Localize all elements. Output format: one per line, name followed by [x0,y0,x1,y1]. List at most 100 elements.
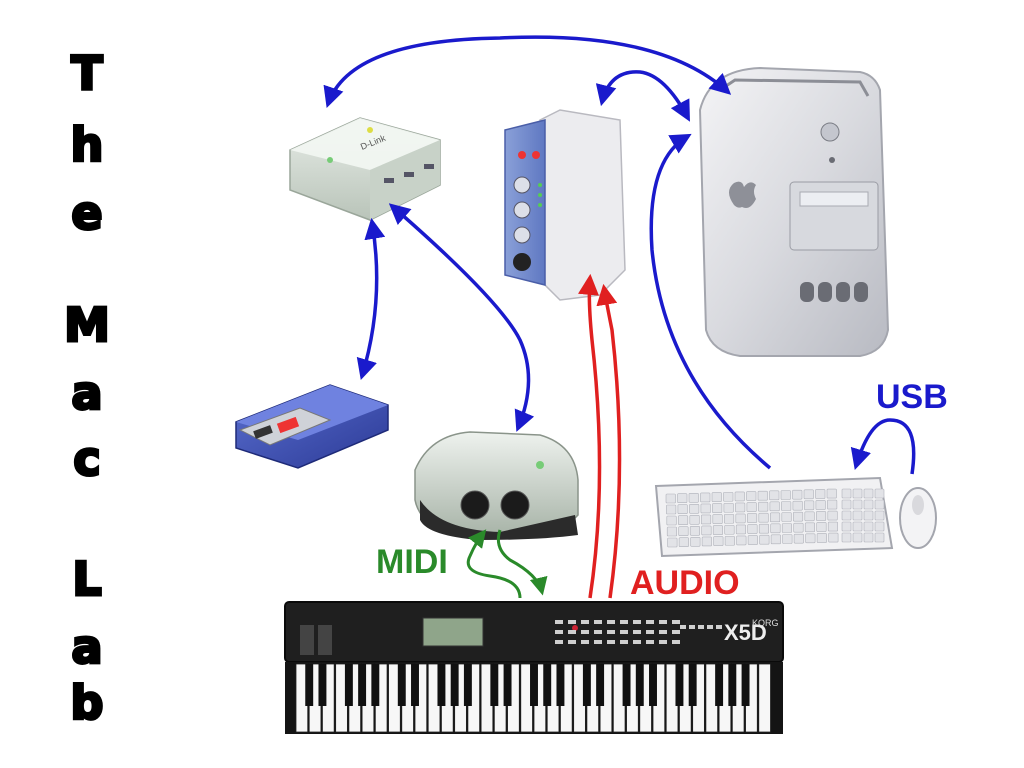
computer-key [852,488,863,499]
title-letter-b: b [69,676,105,730]
computer-key [758,512,769,523]
computer-key [792,500,803,511]
synth-panel-button [555,640,563,644]
computer-key [758,501,769,512]
computer-key [734,491,745,502]
usb-arrow-hub-to-midi [388,203,535,432]
piano-black-key [556,664,565,706]
title-letter-c: c [72,432,102,486]
synth-panel-button [620,640,628,644]
piano-black-key [675,664,684,706]
computer-key [815,489,826,499]
computer-key [781,501,792,511]
vertical-title: T h e M a c L a b [52,40,122,740]
computer-key [803,489,814,500]
midi-interface [414,431,579,540]
synth-panel-button [568,630,576,634]
synth-panel-button [646,630,654,634]
title-letter-a: a [70,366,104,420]
computer-key [665,493,676,504]
synth-panel-button [594,630,602,634]
computer-key [712,503,723,513]
computer-key [804,511,815,522]
computer-key [793,522,804,533]
computer-key [852,532,863,543]
computer-key [723,491,734,502]
computer-key [723,502,734,513]
computer-key [863,499,874,510]
piano-black-key [490,664,499,706]
computer-key [770,534,781,545]
computer-key [666,526,678,537]
piano-black-key [596,664,605,706]
usb-arrow-keyboard-to-mac [649,133,772,470]
computer-key [816,533,827,543]
midi-label: MIDI [376,543,448,581]
synth-panel-button [568,620,576,624]
piano-black-key [543,664,552,706]
synth-panel-button [607,640,615,644]
computer-key [780,490,791,500]
computer-key [815,511,827,521]
usb-arrow-mouse-to-keyboard [850,418,916,475]
title-letter-m: M [63,298,112,352]
piano-black-key [582,664,591,706]
computer-key [724,535,735,546]
synth-panel-button [659,630,667,634]
title-letter-a2: a [70,620,104,674]
computer-key [689,503,700,514]
piano-black-key [358,664,367,706]
computer-key [700,503,711,514]
synth-panel-button [672,630,680,634]
audio-connections [578,273,622,599]
audio-arrow-right [596,283,622,599]
computer-key [792,489,803,500]
usb-label: USB [876,378,948,416]
synth-panel-button [633,640,641,644]
korg-synth: X5D KORG [284,601,784,734]
computer-key [874,521,885,532]
computer-key [841,510,852,521]
piano-black-key [622,664,631,706]
audio-arrow-left [578,273,602,599]
synth-panel-button [607,620,615,624]
synth-model-label: X5D [724,620,767,645]
usb-connections [323,35,916,475]
usb-arrow-hub-to-mac [323,35,732,108]
synth-panel-button [581,620,589,624]
synth-panel-button [672,620,680,624]
computer-key [805,533,816,544]
computer-key [666,515,677,526]
computer-key [759,534,770,545]
piano-black-key [371,664,380,706]
computer-key [792,511,804,522]
computer-key [874,499,885,510]
title-letter-l: L [71,552,103,606]
computer-key [678,537,689,547]
synth-panel-button [607,630,615,634]
piano-black-key [305,664,314,706]
computer-key [863,510,874,521]
synth-panel-button [568,640,576,644]
synth-panel-button [689,625,695,629]
piano-black-key [649,664,657,706]
computer-key [863,488,874,499]
computer-key [793,533,804,544]
computer-key [667,537,678,548]
piano-black-key [318,664,327,706]
synth-panel-button [633,620,641,624]
computer-key [689,525,701,536]
synth-panel-button [659,640,667,644]
computer-key [827,521,839,532]
computer-key [841,499,852,510]
computer-key [804,500,815,511]
piano-black-key [411,664,419,706]
title-letter-e: e [70,186,104,240]
audio-interface [504,109,626,301]
computer-key [863,532,874,543]
synth-panel-button [581,630,589,634]
computer-key [804,522,816,533]
computer-key [746,513,758,523]
synth-panel-button [698,625,704,629]
